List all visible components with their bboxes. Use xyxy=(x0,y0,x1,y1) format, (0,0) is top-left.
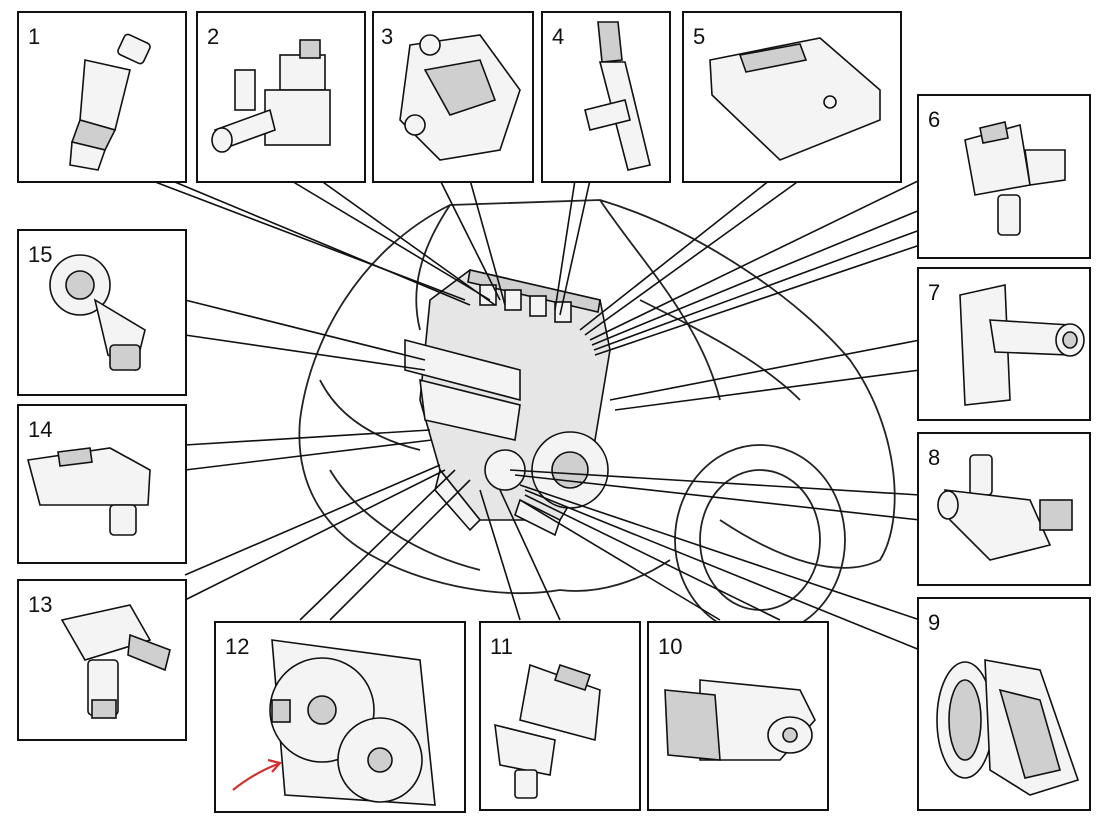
component-label-14: 14 xyxy=(28,417,52,442)
component-box-9: 9 xyxy=(917,597,1091,811)
knock-sensor-icon xyxy=(49,254,146,372)
component-label-4: 4 xyxy=(552,24,564,49)
throttle-module-icon xyxy=(399,34,521,161)
component-box-11: 11 xyxy=(479,621,641,811)
component-box-5: 5 xyxy=(682,11,902,183)
component-label-11: 11 xyxy=(490,634,513,659)
component-label-5: 5 xyxy=(693,24,705,49)
component-box-10: 10 xyxy=(647,621,829,811)
ecu-module-icon xyxy=(709,37,881,161)
component-label-12: 12 xyxy=(225,634,249,659)
throttle-body-icon xyxy=(936,659,1080,796)
fuel-injector-icon xyxy=(69,33,151,171)
component-label-10: 10 xyxy=(658,634,682,659)
water-pump-valve-icon xyxy=(937,454,1073,561)
component-label-3: 3 xyxy=(381,24,393,49)
component-box-2: 2 xyxy=(196,11,366,183)
engine-block xyxy=(404,269,611,537)
component-label-15: 15 xyxy=(28,242,52,267)
component-box-12: 12 xyxy=(214,621,466,813)
component-box-14: 14 xyxy=(17,404,187,564)
map-sensor-icon xyxy=(494,663,601,799)
component-box-8: 8 xyxy=(917,432,1091,586)
component-label-6: 6 xyxy=(928,107,940,132)
boost-sensor-icon xyxy=(26,447,151,536)
component-box-1: 1 xyxy=(17,11,187,183)
mass-air-flow-sensor-icon xyxy=(959,284,1085,406)
component-label-7: 7 xyxy=(928,280,940,305)
component-box-6: 6 xyxy=(917,94,1091,259)
component-label-1: 1 xyxy=(28,24,40,49)
radiator-fan-icon xyxy=(269,639,436,806)
oil-level-sensor-icon xyxy=(60,604,171,719)
position-sensor-icon xyxy=(664,679,816,761)
component-label-9: 9 xyxy=(928,610,940,635)
component-box-3: 3 xyxy=(372,11,534,183)
component-box-13: 13 xyxy=(17,579,187,741)
component-label-8: 8 xyxy=(928,445,940,470)
component-label-2: 2 xyxy=(207,24,219,49)
component-box-4: 4 xyxy=(541,11,671,183)
component-box-7: 7 xyxy=(917,267,1091,421)
solenoid-valve-icon xyxy=(211,39,331,153)
pressure-sensor-icon xyxy=(964,121,1066,236)
leader-lines xyxy=(149,179,921,651)
oil-control-valve-icon xyxy=(584,21,651,171)
component-box-15: 15 xyxy=(17,229,187,396)
red-arrow-icon xyxy=(232,758,283,791)
component-label-13: 13 xyxy=(28,592,52,617)
